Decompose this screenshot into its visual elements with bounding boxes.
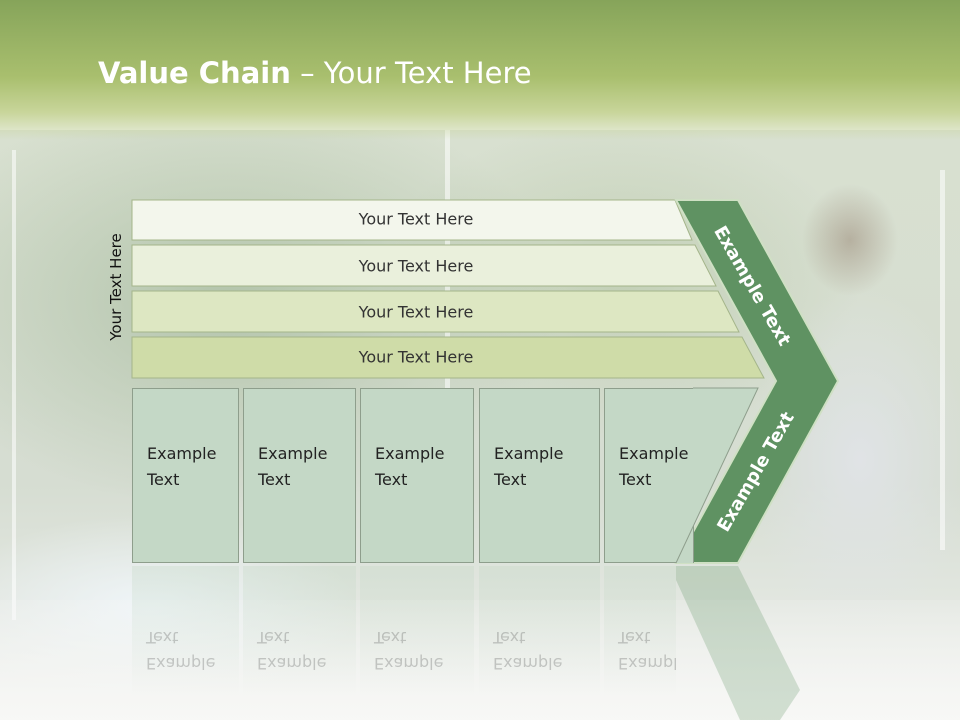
reflection-text: Example Text [374, 628, 444, 673]
reflection-text: Example Text [146, 628, 216, 673]
box-reflection-4: Example Text [479, 566, 600, 696]
row-band-3 [131, 290, 740, 333]
chevron-reflection [676, 566, 800, 720]
activity-box-3: Example Text [360, 388, 474, 563]
window-frame-right [940, 170, 945, 550]
box-reflection-5: Example Text [604, 566, 676, 696]
title-bar [0, 0, 960, 140]
activity-box-2: Example Text [243, 388, 356, 563]
reflection-text: Example Text [493, 628, 563, 673]
row-label-4: Your Text Here [358, 347, 474, 367]
box-5-edge [675, 387, 759, 564]
title-bold: Value Chain [98, 56, 291, 90]
row-band-4 [131, 336, 765, 379]
row-label-1: Your Text Here [358, 209, 474, 229]
activity-box-text: Example Text [494, 444, 564, 489]
activity-box-5: Example Text [604, 388, 694, 563]
box-reflection-1: Example Text [132, 566, 239, 696]
reflection-text: Example Text [257, 628, 327, 673]
reflection-text: Example Text [618, 628, 676, 673]
bottom-fade [0, 600, 960, 720]
row-label-3: Your Text Here [358, 302, 474, 322]
title-rest: – Your Text Here [290, 56, 532, 90]
activity-box-text: Example Text [147, 444, 217, 489]
row-label-2: Your Text Here [358, 256, 474, 276]
activity-box-4: Example Text [479, 388, 600, 563]
activity-box-1: Example Text [132, 388, 239, 563]
box-reflection-2: Example Text [243, 566, 356, 696]
window-frame-left [12, 150, 16, 620]
row-band-1 [131, 199, 693, 241]
activity-box-text: Example Text [375, 444, 445, 489]
chevron-arrow [674, 199, 840, 564]
activity-box-text: Example Text [258, 444, 328, 489]
box-reflection-3: Example Text [360, 566, 474, 696]
row-band-2 [131, 244, 717, 287]
slide-title: Value Chain – Your Text Here [98, 56, 532, 90]
activity-box-text: Example Text [619, 444, 689, 489]
